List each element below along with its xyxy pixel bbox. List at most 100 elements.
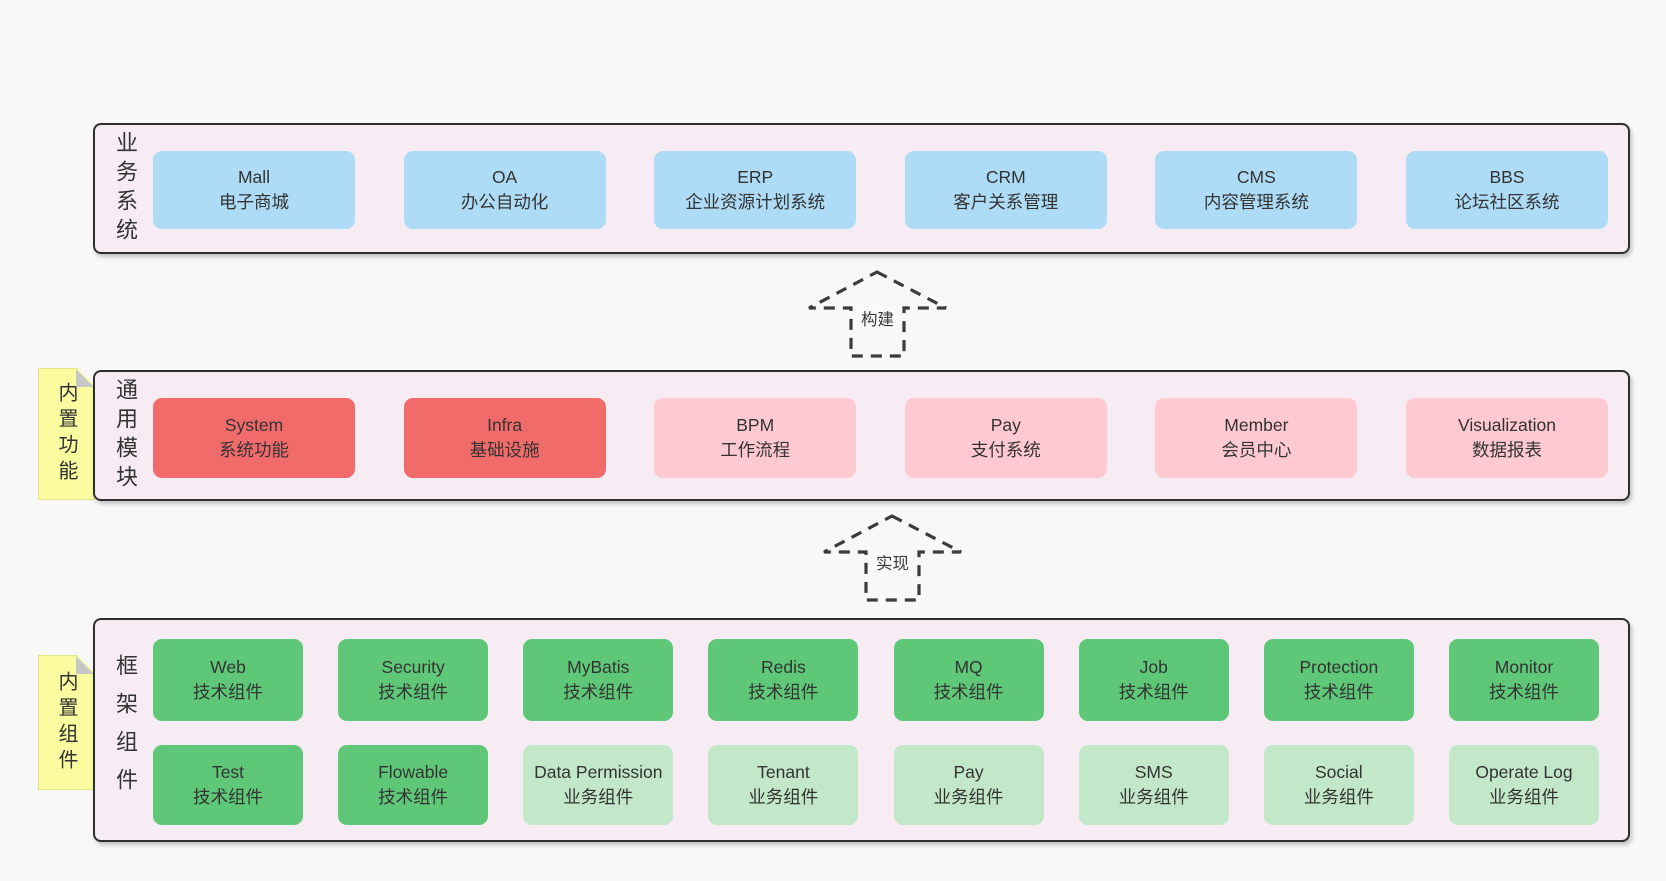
component-box-security: Security 技术组件	[338, 639, 489, 721]
component-name: SMS	[1134, 762, 1173, 783]
component-box-sms: SMS 业务组件	[1078, 745, 1229, 825]
sticky-built-in-features: 内置功能	[38, 368, 95, 500]
module-box-crm: CRM 客户关系管理	[904, 151, 1107, 229]
component-box-test: Test 技术组件	[153, 745, 303, 825]
component-subtitle: 技术组件	[378, 787, 449, 807]
module-name: BBS	[1489, 167, 1525, 188]
module-box-bbs: BBS 论坛社区系统	[1405, 151, 1608, 229]
component-subtitle: 技术组件	[1118, 682, 1189, 702]
component-name: Protection	[1299, 657, 1379, 678]
component-subtitle: 技术组件	[193, 787, 263, 807]
component-name: Data Permission	[534, 762, 663, 783]
component-name: Security	[381, 657, 445, 678]
folded-corner-icon	[76, 369, 94, 387]
module-name: Member	[1224, 415, 1289, 436]
component-name: Operate Log	[1475, 762, 1573, 783]
module-subtitle: 系统功能	[219, 440, 289, 460]
component-subtitle: 业务组件	[1488, 787, 1559, 807]
component-name: Job	[1139, 657, 1168, 678]
common-modules-row: System 系统功能 Infra 基础设施 BPM 工作流程 Pay 支付系统…	[153, 398, 1608, 478]
module-name: ERP	[737, 167, 774, 188]
module-subtitle: 支付系统	[970, 440, 1041, 460]
component-subtitle: 技术组件	[933, 682, 1004, 702]
component-subtitle: 技术组件	[378, 682, 449, 702]
component-name: Monitor	[1494, 657, 1554, 678]
module-name: Mall	[237, 167, 271, 188]
module-name: CRM	[985, 167, 1026, 188]
module-name: CMS	[1236, 167, 1276, 188]
component-subtitle: 业务组件	[563, 787, 634, 807]
module-subtitle: 企业资源计划系统	[685, 192, 826, 212]
component-name: MQ	[954, 657, 983, 678]
module-subtitle: 论坛社区系统	[1454, 192, 1560, 212]
component-box-pay: Pay 业务组件	[893, 745, 1044, 825]
component-subtitle: 技术组件	[1488, 682, 1559, 702]
framework-components-row-2: Test 技术组件 Flowable 技术组件 Data Permission …	[153, 745, 1599, 825]
component-name: MyBatis	[567, 657, 630, 678]
layer-common-modules: 通用模块 System 系统功能 Infra 基础设施 BPM 工作流程 Pay…	[93, 370, 1630, 501]
module-box-system: System 系统功能	[153, 398, 355, 478]
module-box-bpm: BPM 工作流程	[654, 398, 857, 478]
component-name: Redis	[761, 657, 806, 678]
component-box-web: Web 技术组件	[153, 639, 303, 721]
business-systems-row: Mall 电子商城 OA 办公自动化 ERP 企业资源计划系统 CRM 客户关系…	[153, 151, 1608, 229]
dashed-up-arrow-icon	[823, 514, 962, 602]
module-box-mall: Mall 电子商城	[153, 151, 355, 229]
component-subtitle: 技术组件	[748, 682, 819, 702]
component-box-mybatis: MyBatis 技术组件	[523, 639, 674, 721]
folded-corner-icon	[76, 656, 94, 674]
component-subtitle: 业务组件	[1118, 787, 1189, 807]
module-subtitle: 办公自动化	[460, 192, 549, 212]
module-subtitle: 工作流程	[720, 440, 791, 460]
component-subtitle: 业务组件	[748, 787, 819, 807]
arrow-build: 构建	[805, 268, 950, 360]
component-subtitle: 技术组件	[563, 682, 634, 702]
component-box-data-permission: Data Permission 业务组件	[523, 745, 674, 825]
module-subtitle: 基础设施	[469, 440, 540, 460]
layer-framework-components-label: 框架组件	[113, 654, 138, 806]
component-subtitle: 技术组件	[193, 682, 263, 702]
arrow-build-label: 构建	[858, 305, 897, 331]
module-name: System	[224, 415, 284, 436]
component-name: Test	[211, 762, 245, 783]
component-name: Flowable	[378, 762, 449, 783]
component-name: Web	[210, 657, 246, 678]
module-subtitle: 客户关系管理	[953, 192, 1059, 212]
component-box-tenant: Tenant 业务组件	[708, 745, 859, 825]
module-box-cms: CMS 内容管理系统	[1155, 151, 1358, 229]
component-name: Tenant	[757, 762, 810, 783]
sticky-built-in-components: 内置组件	[38, 655, 95, 790]
layer-business-systems: 业务系统 Mall 电子商城 OA 办公自动化 ERP 企业资源计划系统 CRM…	[93, 123, 1630, 254]
module-name: Pay	[990, 415, 1021, 436]
component-subtitle: 业务组件	[1303, 787, 1374, 807]
layer-common-modules-label: 通用模块	[113, 377, 138, 494]
component-name: Pay	[953, 762, 984, 783]
component-box-operate-log: Operate Log 业务组件	[1448, 745, 1599, 825]
component-box-job: Job 技术组件	[1078, 639, 1229, 721]
component-subtitle: 业务组件	[933, 787, 1004, 807]
module-box-visualization: Visualization 数据报表	[1405, 398, 1608, 478]
component-box-redis: Redis 技术组件	[708, 639, 859, 721]
layer-framework-components: 框架组件 Web 技术组件 Security 技术组件 MyBatis 技术组件…	[93, 618, 1630, 842]
module-name: Visualization	[1458, 415, 1556, 436]
component-box-protection: Protection 技术组件	[1263, 639, 1414, 721]
module-name: OA	[491, 167, 518, 188]
component-box-flowable: Flowable 技术组件	[338, 745, 489, 825]
module-name: BPM	[736, 415, 775, 436]
sticky-built-in-features-label: 内置功能	[55, 382, 77, 486]
module-name: Infra	[487, 415, 523, 436]
component-box-monitor: Monitor 技术组件	[1448, 639, 1599, 721]
component-box-social: Social 业务组件	[1263, 745, 1414, 825]
module-subtitle: 会员中心	[1221, 440, 1292, 460]
component-name: Social	[1315, 762, 1363, 783]
module-subtitle: 内容管理系统	[1203, 192, 1309, 212]
module-box-member: Member 会员中心	[1155, 398, 1358, 478]
layer-business-systems-label: 业务系统	[113, 130, 138, 247]
arrow-implement-label: 实现	[873, 549, 912, 575]
sticky-built-in-components-label: 内置组件	[55, 670, 77, 775]
module-box-pay: Pay 支付系统	[904, 398, 1107, 478]
module-subtitle: 电子商城	[219, 192, 289, 212]
module-box-infra: Infra 基础设施	[403, 398, 606, 478]
module-box-oa: OA 办公自动化	[403, 151, 606, 229]
